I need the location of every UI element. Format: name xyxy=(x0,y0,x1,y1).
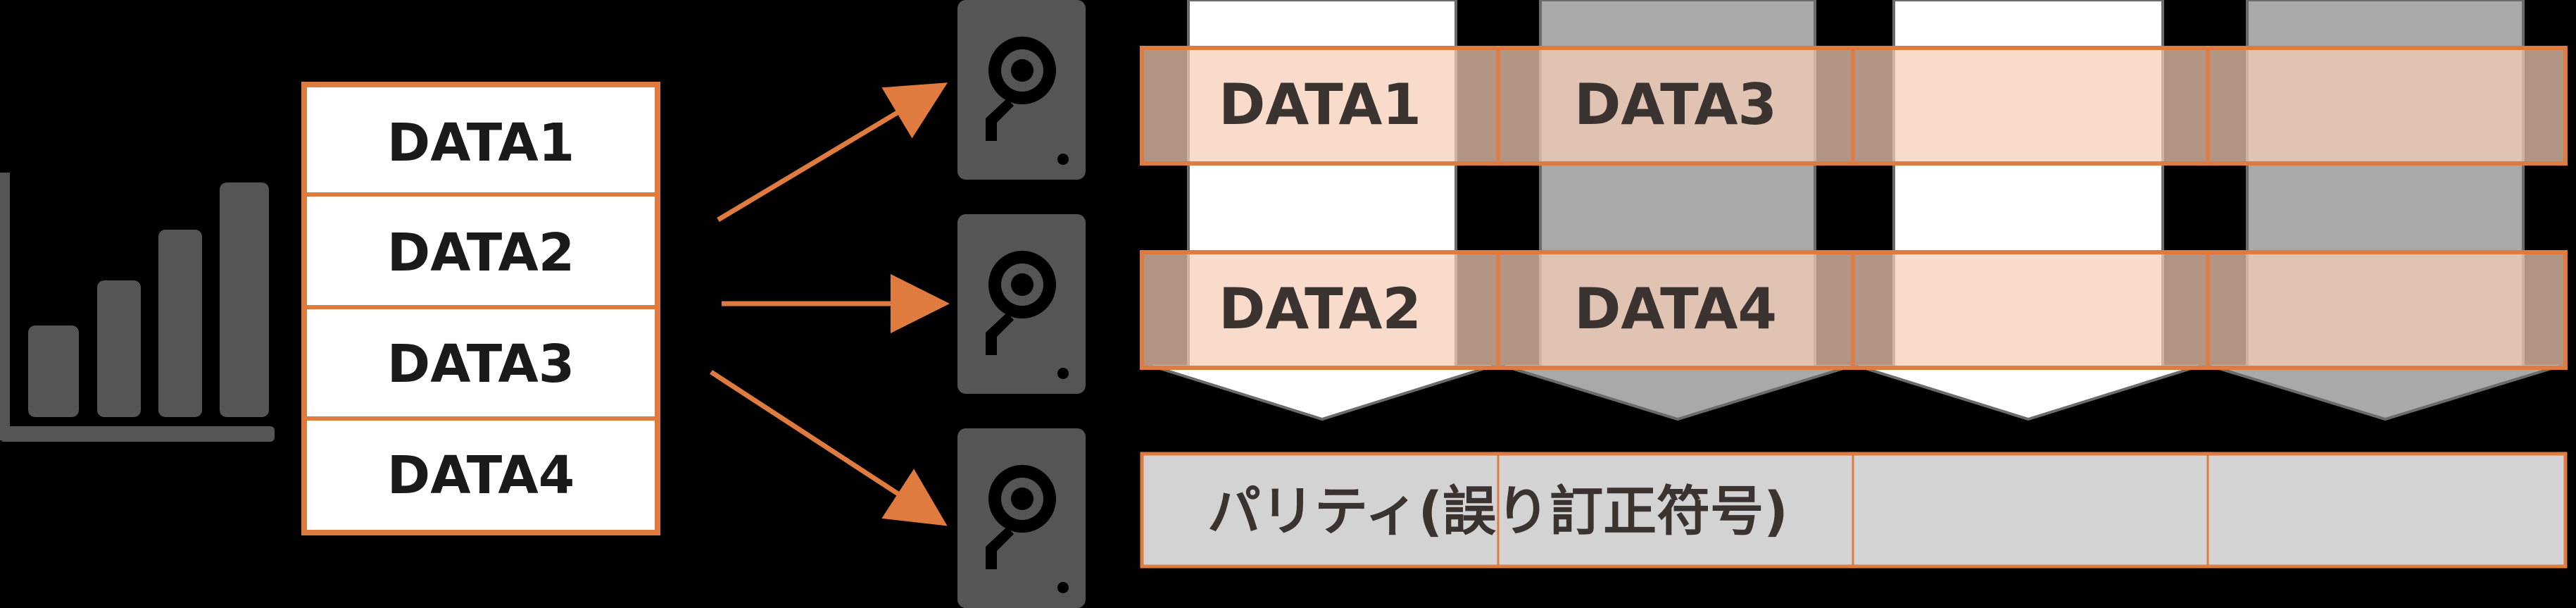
stripe-row-2-label-2: DATA4 xyxy=(1574,276,1777,342)
stripe-row-1-label-2: DATA3 xyxy=(1574,72,1777,137)
stripe-row-1: DATA1 DATA3 xyxy=(1140,46,2568,166)
hard-disk-icon xyxy=(957,428,1086,608)
stripe-row-2: DATA2 DATA4 xyxy=(1140,250,2568,370)
hard-disk-icon xyxy=(957,0,1086,180)
source-data-item-1: DATA1 xyxy=(387,113,574,173)
source-data-item-4: DATA4 xyxy=(387,445,574,506)
stripe-row-1-label-1: DATA1 xyxy=(1219,72,1421,137)
parity-row: パリティ(誤り訂正符号) xyxy=(1140,452,2568,569)
source-data-item-2: DATA2 xyxy=(387,223,574,283)
source-data-table: DATA1 DATA2 DATA3 DATA4 xyxy=(301,82,660,535)
arrow-to-disk-1 xyxy=(717,82,948,223)
bar-chart-icon xyxy=(0,173,275,442)
arrow-to-disk-3 xyxy=(710,370,948,526)
stripe-row-2-label-1: DATA2 xyxy=(1219,276,1421,342)
hard-disk-icon xyxy=(957,214,1086,394)
parity-label: パリティ(誤り訂正符号) xyxy=(1207,480,1788,542)
distribution-arrows xyxy=(710,82,950,526)
source-data-item-3: DATA3 xyxy=(387,334,574,395)
